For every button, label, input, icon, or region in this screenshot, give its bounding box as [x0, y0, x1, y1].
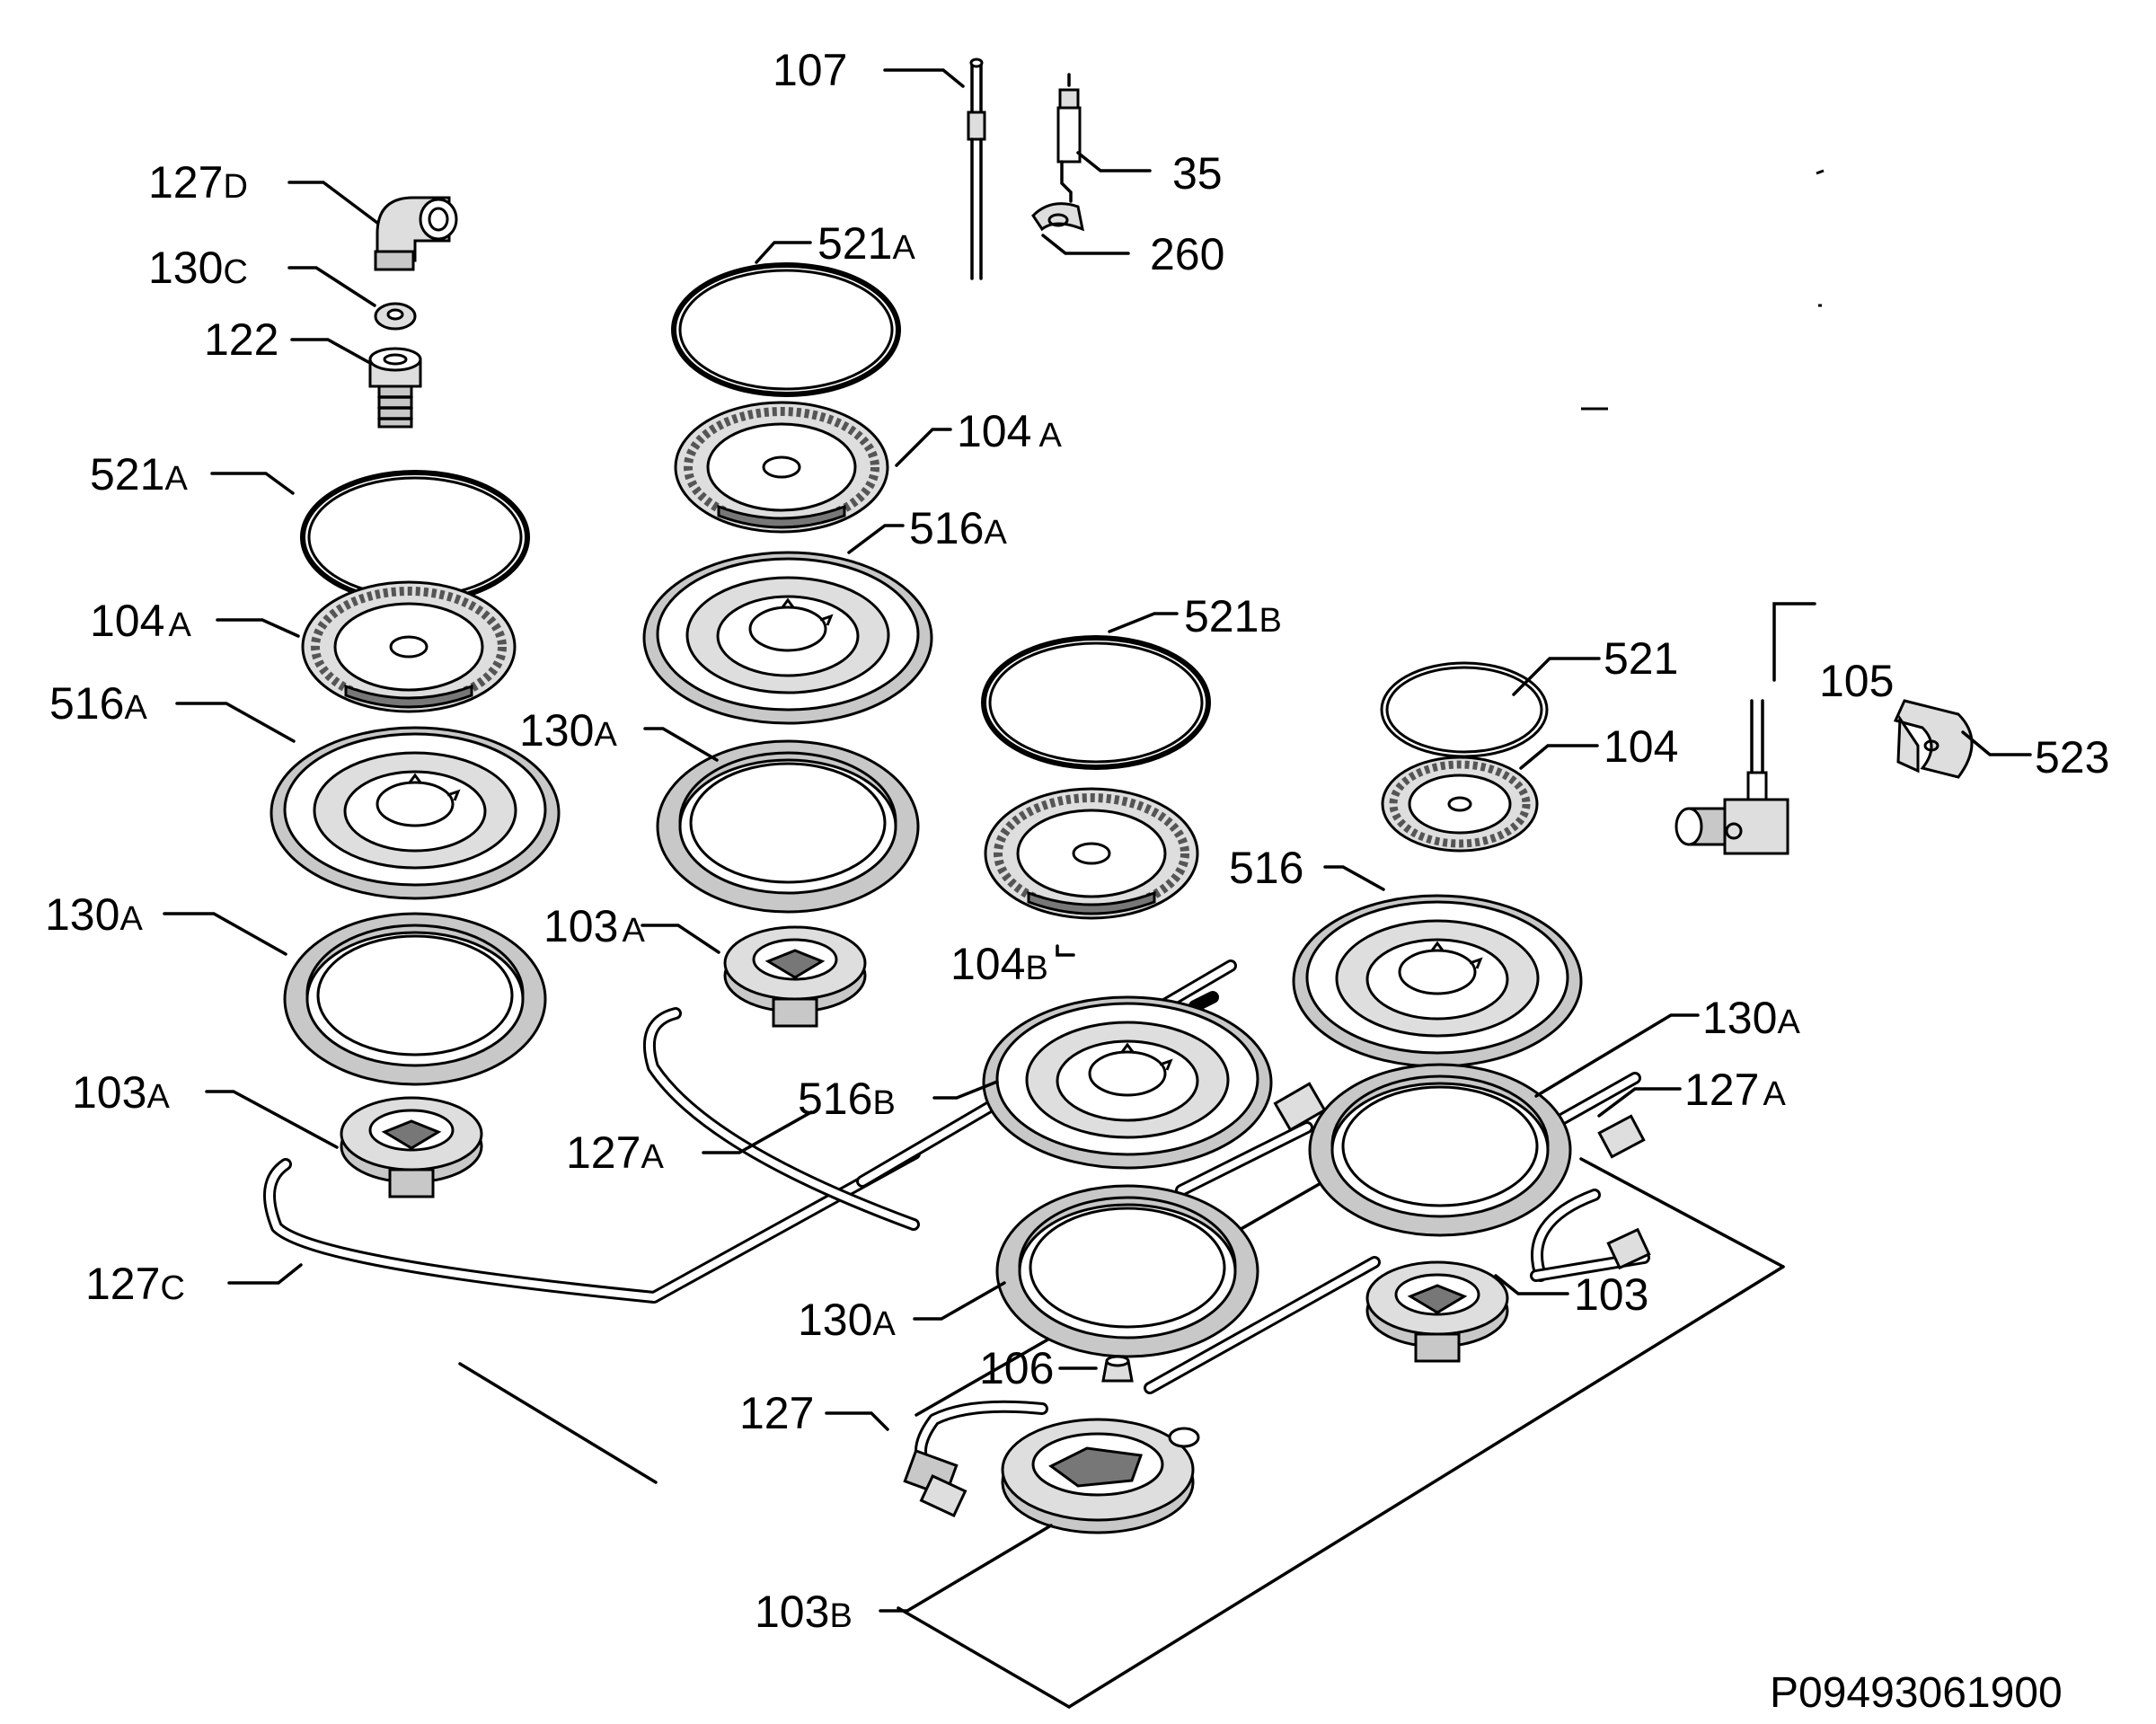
label-523: 523 — [2035, 732, 2109, 782]
flame-spreader-104B — [985, 789, 1197, 918]
burner-cap-516A-mid — [642, 551, 933, 725]
label-521: 521 — [1604, 633, 1678, 684]
spark-electrode-35 — [1056, 73, 1082, 203]
trim-ring-130A-right — [1308, 1063, 1572, 1237]
label-103A-left: 103A — [72, 1067, 170, 1118]
label-127: 127 — [739, 1388, 814, 1438]
label-130A-bottom: 130A — [798, 1295, 896, 1345]
label-260: 260 — [1150, 229, 1224, 279]
label-130C: 130C — [148, 243, 248, 293]
label-127C: 127C — [85, 1259, 185, 1309]
gas-pipe-127C — [263, 1147, 921, 1304]
flame-spreader-104 — [1381, 756, 1539, 853]
burner-cap-516B — [982, 995, 1273, 1170]
label-516A-left: 516A — [49, 678, 147, 729]
label-103B: 103B — [755, 1587, 853, 1637]
label-516B: 516B — [798, 1074, 896, 1124]
trim-ring-130A-bottom — [995, 1184, 1259, 1358]
label-35: 35 — [1172, 148, 1223, 199]
label-105: 105 — [1819, 656, 1894, 706]
label-130A-left: 130A — [45, 889, 143, 940]
burner-cap-516A-left — [270, 726, 561, 900]
flame-spreader-104A-mid — [676, 402, 888, 532]
burner-cap-516 — [1292, 894, 1583, 1068]
label-103: 103 — [1574, 1269, 1648, 1320]
label-516A-mid: 516A — [909, 503, 1007, 553]
leader-lines — [163, 68, 2032, 1613]
gas-pipe-127 — [903, 1400, 1048, 1518]
burner-cup-103 — [1365, 1260, 1509, 1363]
elbow-fitting-127D — [374, 196, 458, 271]
burner-cup-103B — [1001, 1418, 1200, 1534]
trim-ring-130A-left — [283, 912, 547, 1086]
bracket-523 — [1893, 699, 1974, 779]
washer-130C — [374, 302, 417, 331]
label-104B: 104B — [950, 939, 1048, 989]
label-107: 107 — [773, 45, 847, 95]
label-127D: 127D — [148, 157, 248, 208]
thermocouple-107 — [967, 57, 986, 280]
trim-ring-130A-mid — [656, 739, 920, 914]
clip-260 — [1031, 202, 1085, 232]
burner-cup-103A-left — [340, 1096, 483, 1198]
gasket-521B — [981, 635, 1211, 770]
label-130A-right: 130A — [1702, 993, 1800, 1043]
label-122: 122 — [204, 314, 278, 365]
diagram-code: P09493061900 — [1770, 1669, 2063, 1717]
label-521B: 521B — [1184, 591, 1282, 641]
burner-cup-103A-mid — [723, 925, 867, 1028]
label-521A-left: 521A — [90, 449, 188, 500]
label-106: 106 — [979, 1343, 1054, 1393]
label-516: 516 — [1229, 843, 1303, 893]
gasket-521 — [1380, 661, 1549, 758]
label-104: 104 — [1604, 721, 1678, 772]
flame-spreader-104A-left — [303, 582, 515, 712]
label-521A-top: 521A — [817, 218, 915, 269]
adapter-122 — [368, 347, 422, 429]
gas-pipe-127A-mid — [642, 1007, 920, 1231]
gasket-521A-top — [671, 262, 901, 397]
injector-106 — [1101, 1355, 1134, 1383]
gas-valve-105 — [1674, 699, 1789, 855]
label-130A-mid: 130A — [519, 705, 617, 756]
label-127A-mid: 127A — [566, 1127, 664, 1178]
